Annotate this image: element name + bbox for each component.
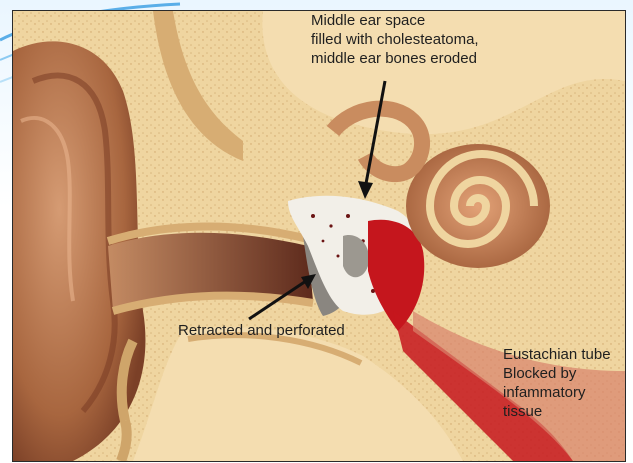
eustachian-label-line3: infammatory	[503, 383, 611, 402]
eustachian-label: Eustachian tube Blocked by infammatory t…	[503, 345, 611, 421]
eustachian-label-line4: tissue	[503, 402, 611, 421]
inner-ear-cochlea	[406, 144, 550, 268]
eustachian-label-line1: Eustachian tube	[503, 345, 611, 364]
eardrum-label: Retracted and perforated	[178, 321, 345, 340]
eardrum-label-text: Retracted and perforated	[178, 321, 345, 340]
middle-ear-label-line2: filled with cholesteatoma,	[311, 30, 479, 49]
middle-ear-label: Middle ear space filled with cholesteato…	[311, 11, 479, 68]
middle-ear-label-line3: middle ear bones eroded	[311, 49, 479, 68]
ear-anatomy-diagram: Middle ear space filled with cholesteato…	[12, 10, 626, 462]
middle-ear-label-line1: Middle ear space	[311, 11, 479, 30]
eustachian-label-line2: Blocked by	[503, 364, 611, 383]
